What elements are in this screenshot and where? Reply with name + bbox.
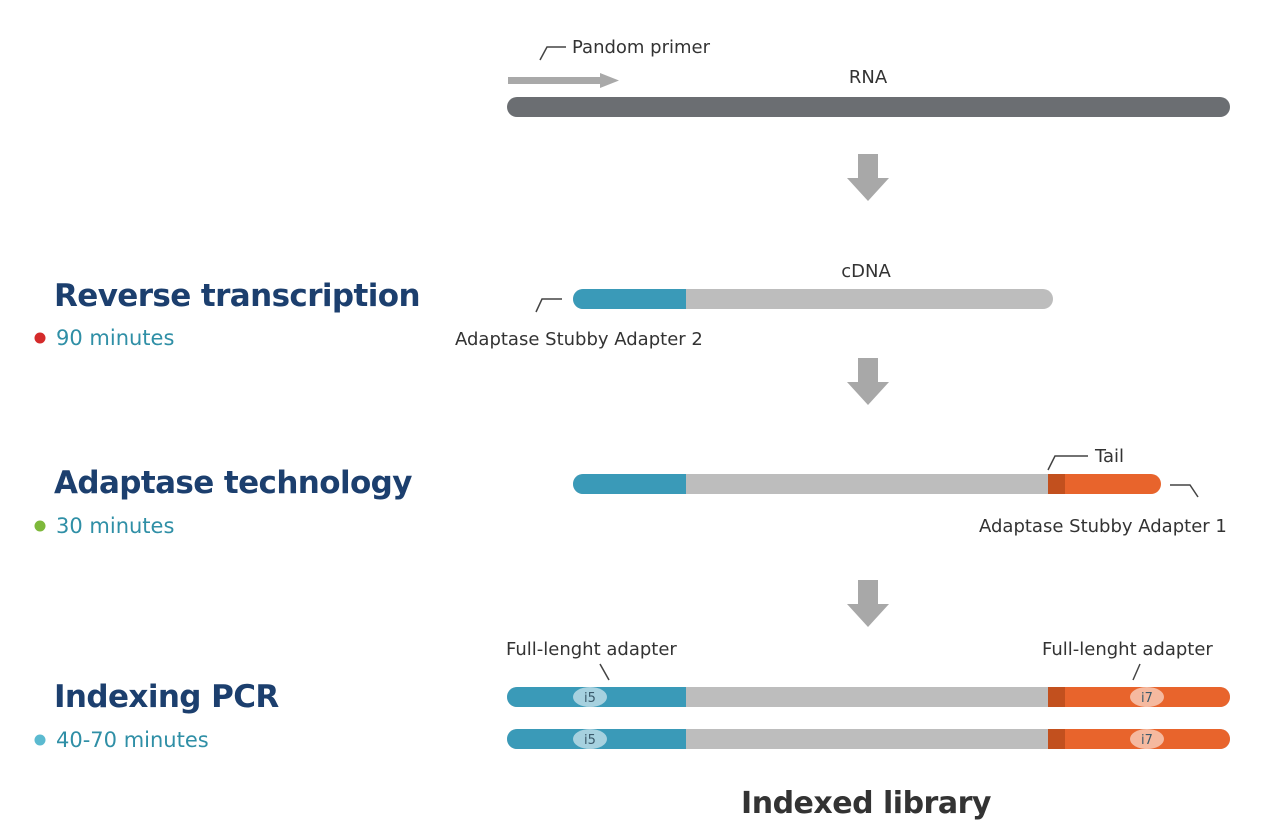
- cdna-label: cDNA: [841, 261, 891, 282]
- i7-index-label: i7: [1141, 691, 1153, 706]
- step-duration: 40-70 minutes: [56, 728, 209, 752]
- adapter2-leader-line: [535, 298, 562, 313]
- step-duration: 30 minutes: [56, 514, 174, 538]
- step-indexing-pcr: Indexing PCR 40-70 minutes: [34, 679, 280, 752]
- i5-index-marker: [573, 729, 607, 749]
- full-adapter-left-leader-line: [599, 663, 610, 681]
- full-adapter-left-label: Full-lenght adapter: [506, 639, 677, 660]
- step-duration: 90 minutes: [56, 326, 174, 350]
- tail-segment: [1048, 729, 1065, 749]
- stage-adaptase: Tail Adaptase Stubby Adapter 1: [573, 446, 1227, 537]
- tail-leader-line: [1047, 455, 1088, 471]
- primer-arrow-head: [600, 73, 619, 88]
- duration-dot: [34, 332, 46, 344]
- library-strand: i5 i7: [507, 687, 1230, 707]
- stage-cdna: cDNA Adaptase Stubby Adapter 2: [455, 261, 1053, 350]
- primer-label: Pandom primer: [572, 37, 711, 58]
- down-arrow-icon: [847, 580, 889, 627]
- adapter2-segment: [573, 474, 686, 494]
- stage-rna: Pandom primer RNA: [507, 37, 1230, 117]
- tail-label: Tail: [1094, 446, 1124, 467]
- duration-dot: [34, 734, 46, 746]
- step-adaptase-technology: Adaptase technology 30 minutes: [34, 465, 413, 538]
- step-reverse-transcription: Reverse transcription 90 minutes: [34, 278, 421, 350]
- library-strand: i5 i7: [507, 729, 1230, 749]
- tail-segment: [1048, 474, 1065, 494]
- adapter1-segment: [1058, 474, 1161, 494]
- stage-indexed-library: Full-lenght adapter Full-lenght adapter …: [506, 639, 1230, 821]
- adapter2-label: Adaptase Stubby Adapter 2: [455, 329, 703, 350]
- cdna-segment: [573, 474, 1063, 494]
- rna-label: RNA: [849, 67, 888, 88]
- down-arrow-icon: [847, 154, 889, 201]
- i5-index-label: i5: [584, 691, 596, 706]
- i7-index-marker: [1130, 729, 1164, 749]
- i7-index-label: i7: [1141, 733, 1153, 748]
- i5-index-label: i5: [584, 733, 596, 748]
- indexed-library-label: Indexed library: [741, 786, 992, 821]
- step-title: Reverse transcription: [54, 278, 420, 314]
- primer-leader-line: [539, 46, 566, 61]
- duration-dot: [34, 520, 46, 532]
- rna-strand: [507, 97, 1230, 117]
- step-title: Adaptase technology: [54, 465, 412, 501]
- full-adapter-right-label: Full-lenght adapter: [1042, 639, 1213, 660]
- cdna-segment: [573, 289, 1053, 309]
- adapter1-leader-line: [1170, 484, 1199, 498]
- step-title: Indexing PCR: [54, 679, 279, 715]
- primer-arrow: [508, 73, 619, 88]
- cdna-strand: [573, 289, 1053, 309]
- down-arrow-icon: [847, 358, 889, 405]
- adapter1-label: Adaptase Stubby Adapter 1: [979, 516, 1227, 537]
- i7-index-marker: [1130, 687, 1164, 707]
- full-adapter-right-leader-line: [1132, 663, 1141, 681]
- i5-index-marker: [573, 687, 607, 707]
- adapter2-segment: [573, 289, 686, 309]
- primer-arrow-shaft: [508, 77, 602, 84]
- tail-segment: [1048, 687, 1065, 707]
- tailed-strand: [573, 474, 1161, 494]
